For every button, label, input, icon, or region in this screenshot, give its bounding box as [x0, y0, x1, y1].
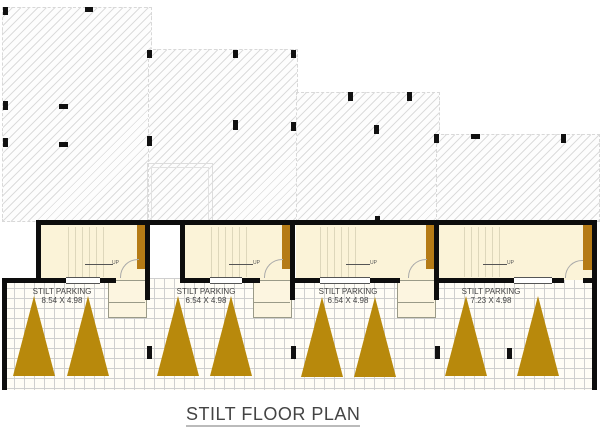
column [59, 142, 68, 147]
wall [145, 220, 150, 300]
column [374, 125, 379, 134]
entry-landing-2 [253, 280, 292, 318]
column [407, 92, 412, 101]
column [147, 136, 152, 146]
entry-landing-3 [397, 280, 436, 318]
parking-label-2: STILT PARKING 6.54 X 4.98 [174, 287, 238, 305]
column [291, 50, 296, 58]
wall [242, 278, 260, 283]
door-jamb [583, 225, 592, 270]
stair-treads-2 [211, 227, 253, 277]
parking-marker-icon [210, 296, 252, 376]
parking-label-1: STILT PARKING 8.54 X 4.98 [30, 287, 94, 305]
window [514, 277, 552, 284]
wall [2, 278, 66, 283]
parking-dimensions: 6.54 X 4.98 [185, 296, 227, 305]
door-jamb [426, 225, 434, 269]
wall [180, 278, 210, 283]
up-arrow-icon [85, 264, 113, 265]
wall [434, 220, 439, 300]
column [147, 50, 152, 58]
wall [552, 278, 564, 283]
column [471, 134, 480, 139]
wall [583, 278, 597, 283]
stair-treads-1 [68, 227, 110, 277]
parking-marker-icon [301, 297, 343, 377]
door-jamb [282, 225, 290, 269]
column [147, 346, 152, 359]
parking-label-4: STILT PARKING 7.23 X 4.98 [459, 287, 523, 305]
column [3, 101, 8, 110]
column [435, 346, 440, 359]
parking-dimensions: 6.54 X 4.98 [327, 296, 369, 305]
wall [180, 220, 185, 282]
column [291, 346, 296, 359]
wall [434, 278, 514, 283]
parking-marker-icon [445, 296, 487, 376]
hatched-area-right [436, 134, 600, 222]
parking-name: STILT PARKING [461, 287, 521, 296]
column [291, 122, 296, 131]
hatched-area-center [296, 92, 440, 222]
column [507, 348, 512, 359]
parking-name: STILT PARKING [176, 287, 236, 296]
wall [100, 278, 116, 283]
wall [290, 278, 320, 283]
column [59, 104, 68, 109]
column [375, 216, 380, 222]
landing-step [397, 302, 434, 303]
window [66, 277, 100, 284]
up-arrow-icon [229, 264, 253, 265]
door-jamb [137, 225, 145, 269]
drawing-title: STILT FLOOR PLAN [186, 404, 361, 427]
parking-name: STILT PARKING [32, 287, 92, 296]
shaft-inner-outline [151, 167, 209, 225]
column [233, 50, 238, 58]
stair-treads-3 [320, 227, 362, 277]
wall [36, 220, 41, 282]
hatched-area-left [2, 7, 152, 222]
parking-dimensions: 8.54 X 4.98 [41, 296, 83, 305]
up-arrow-icon [346, 264, 370, 265]
parking-marker-icon [13, 296, 55, 376]
column [3, 7, 8, 15]
hatched-area-mid [148, 49, 298, 222]
wall-left [2, 278, 7, 390]
window [210, 277, 242, 284]
entry-landing-1 [108, 280, 147, 318]
up-arrow-icon [483, 264, 507, 265]
column [348, 92, 353, 101]
parking-marker-icon [157, 296, 199, 376]
parking-name: STILT PARKING [318, 287, 378, 296]
parking-marker-icon [67, 296, 109, 376]
up-label: UP [253, 260, 260, 266]
stair-treads-4 [464, 227, 506, 277]
parking-label-3: STILT PARKING 6.54 X 4.98 [316, 287, 380, 305]
column [3, 138, 8, 147]
landing-step [108, 302, 145, 303]
up-label: UP [112, 260, 119, 266]
parking-marker-icon [517, 296, 559, 376]
wall [370, 278, 400, 283]
window [320, 277, 370, 284]
wall-top [36, 220, 597, 225]
column [85, 7, 93, 12]
landing-step [253, 302, 290, 303]
column [233, 120, 238, 130]
wall [290, 220, 295, 300]
up-label: UP [507, 260, 514, 266]
parking-dimensions: 7.23 X 4.98 [470, 296, 512, 305]
column [434, 134, 439, 143]
up-label: UP [370, 260, 377, 266]
parking-marker-icon [354, 297, 396, 377]
wall-right [592, 220, 597, 390]
column [561, 134, 566, 143]
